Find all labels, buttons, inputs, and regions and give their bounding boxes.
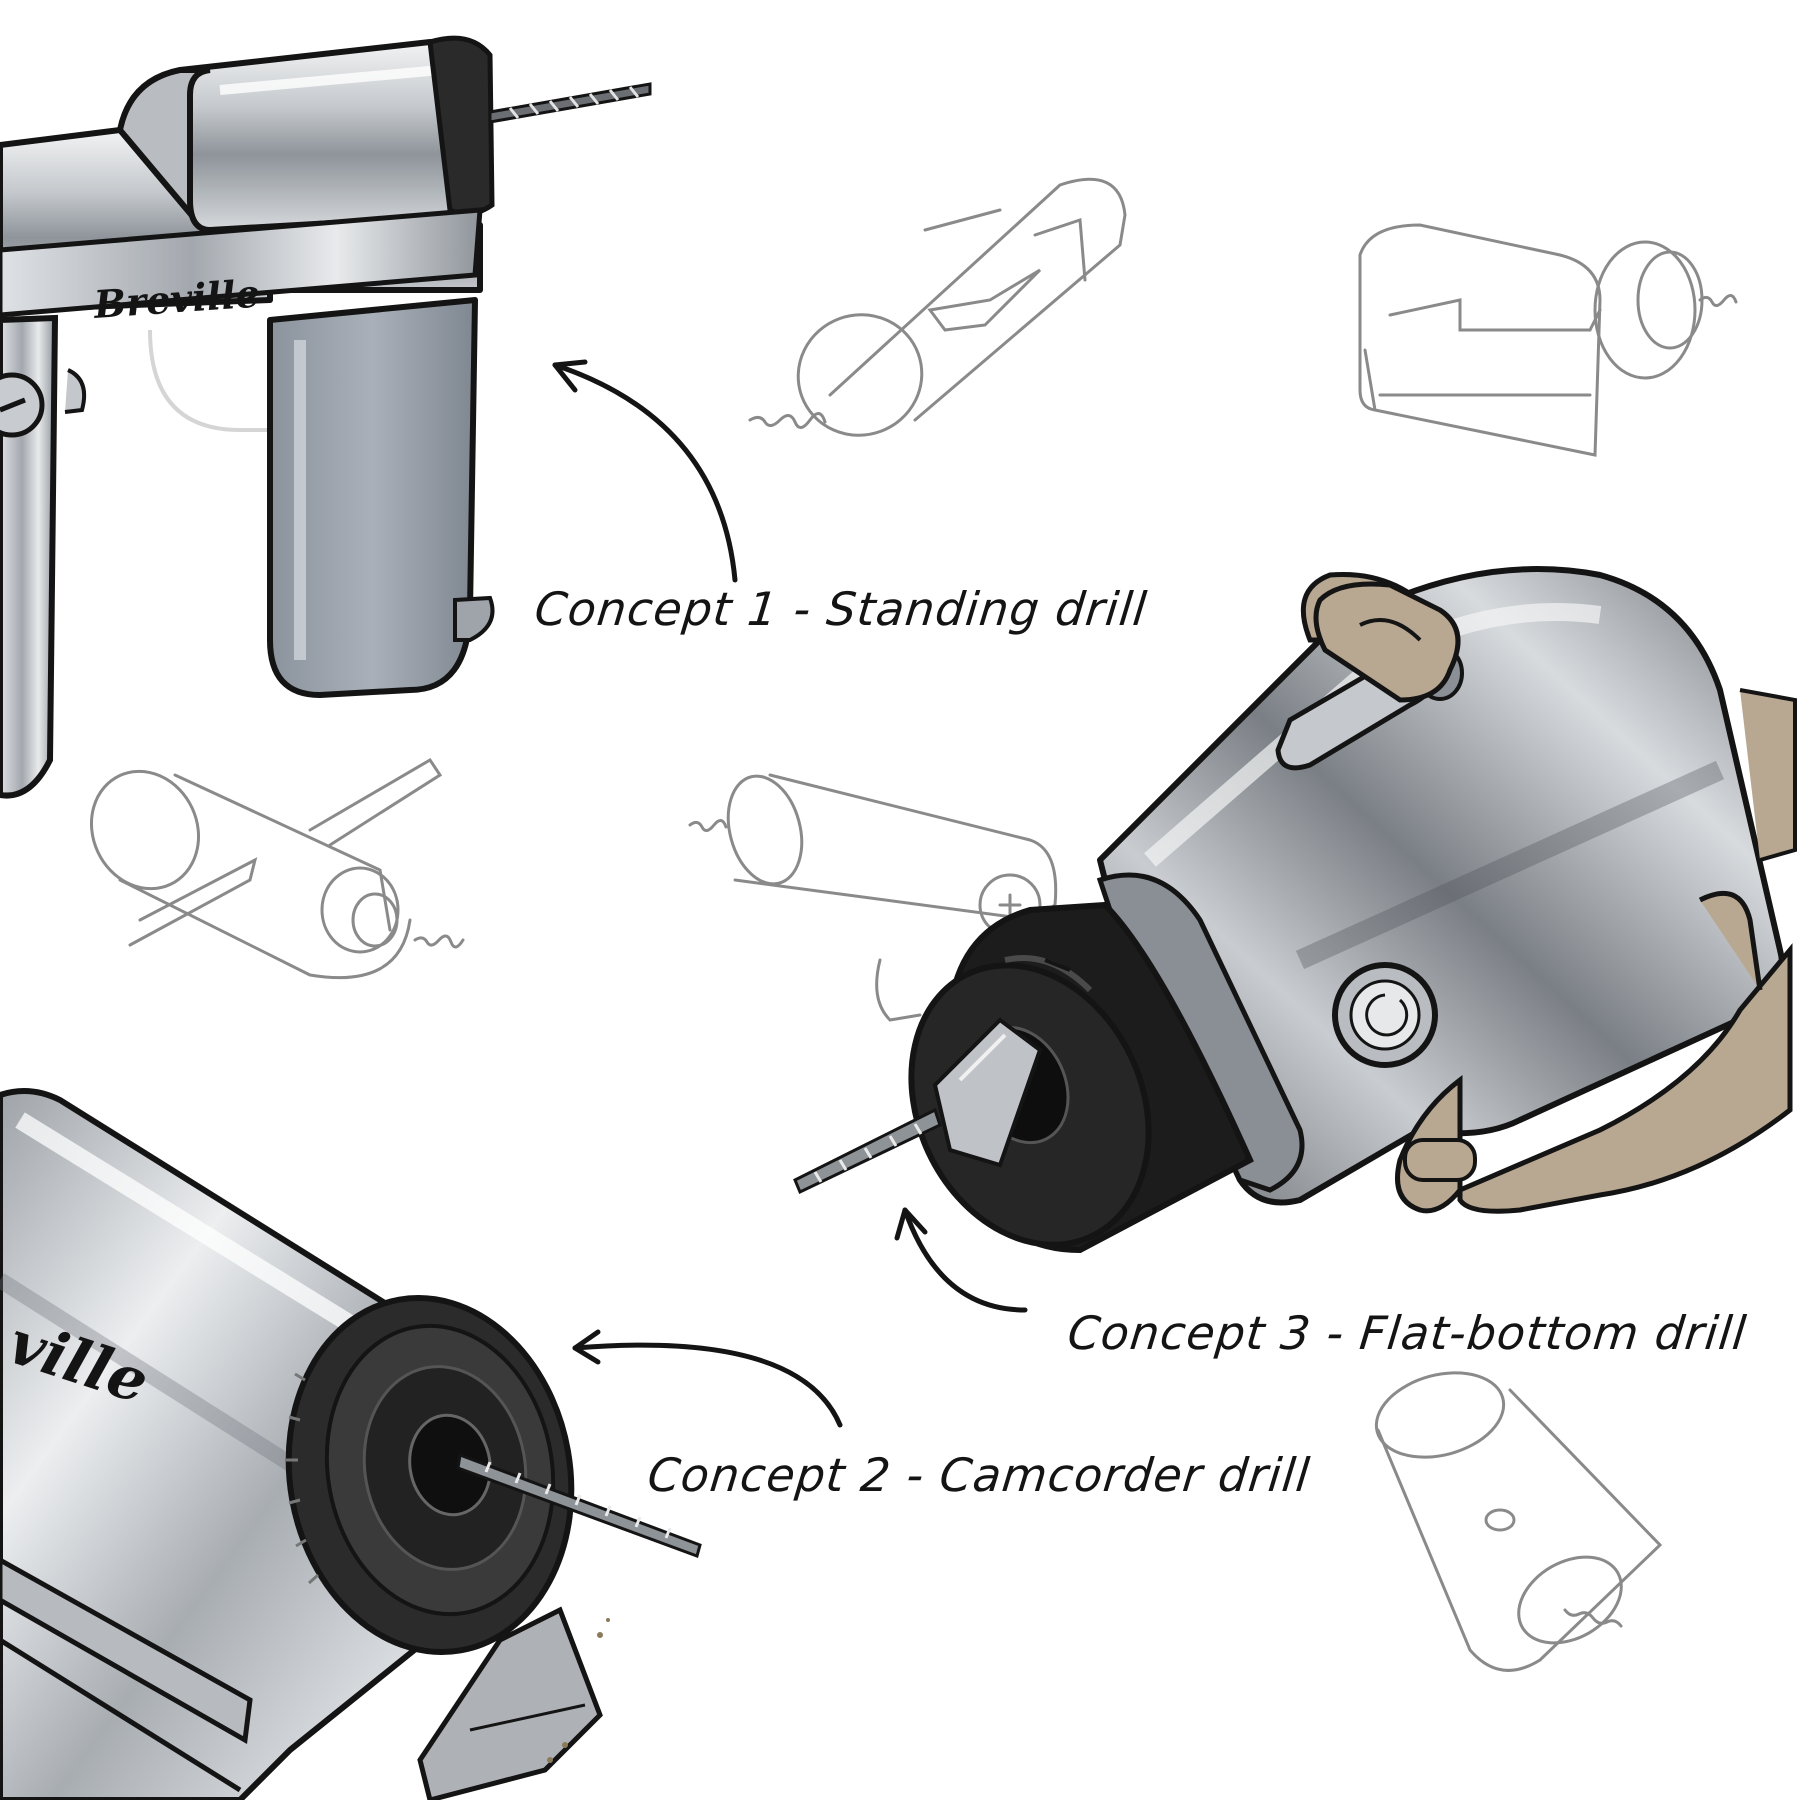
arrow-concept3 [894,1207,1028,1313]
pencil-sketch-4 [688,773,1058,1022]
arrow-concept2 [572,1329,843,1428]
concept1-standing-drill-illustration: Breville [0,35,652,799]
concept1-trigger-icon [0,372,45,438]
pencil-sketch-1 [748,177,1127,437]
concept2-caption: Concept 2 - Camcorder drill [645,1448,1313,1502]
concept3-caption: Concept 3 - Flat-bottom drill [1065,1306,1750,1360]
concept1-caption: Concept 1 - Standing drill [532,582,1150,636]
arrow-concept1 [552,359,738,583]
concept2-camcorder-drill-illustration: ville [0,1088,702,1800]
pencil-sketch-5 [1374,1371,1663,1672]
pencil-sketch-2 [1358,223,1738,457]
pencil-sketch-3 [89,757,465,980]
concept3-flat-bottom-drill-illustration [793,566,1797,1254]
